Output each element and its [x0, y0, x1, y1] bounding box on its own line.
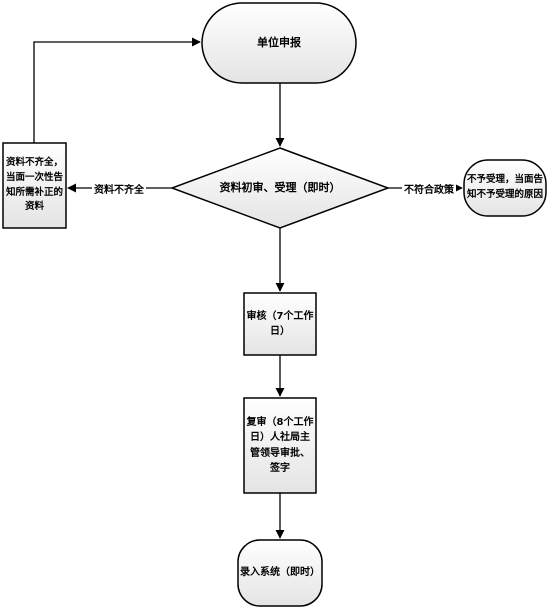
review-node-label: 资料初审、受理（即时） — [219, 181, 341, 195]
reject-node-shape — [463, 159, 547, 217]
audit-node-label: 审核（7个工作 日） — [246, 310, 314, 338]
audit-node-shape — [243, 292, 317, 356]
edge-supplement-to-start — [33, 37, 201, 143]
recheck-node-label: 复审（8个工作 日）人社局主 管领导审批、 签字 — [246, 416, 314, 475]
supplement-node-label: 资料不齐全， 当面一次性告 知所需补正的 资料 — [5, 157, 63, 213]
entry-node-shape — [237, 539, 323, 607]
start-node-shape — [201, 2, 357, 84]
edge-label-incomplete: 资料不齐全 — [92, 181, 146, 196]
edge-label-not-compliant: 不符合政策 — [402, 181, 456, 196]
entry-node-label: 录入系统（即时） — [240, 567, 320, 579]
start-node-label: 单位申报 — [257, 36, 301, 50]
reject-node-label: 不予受理，当面告 知不予受理的原因 — [466, 174, 543, 200]
